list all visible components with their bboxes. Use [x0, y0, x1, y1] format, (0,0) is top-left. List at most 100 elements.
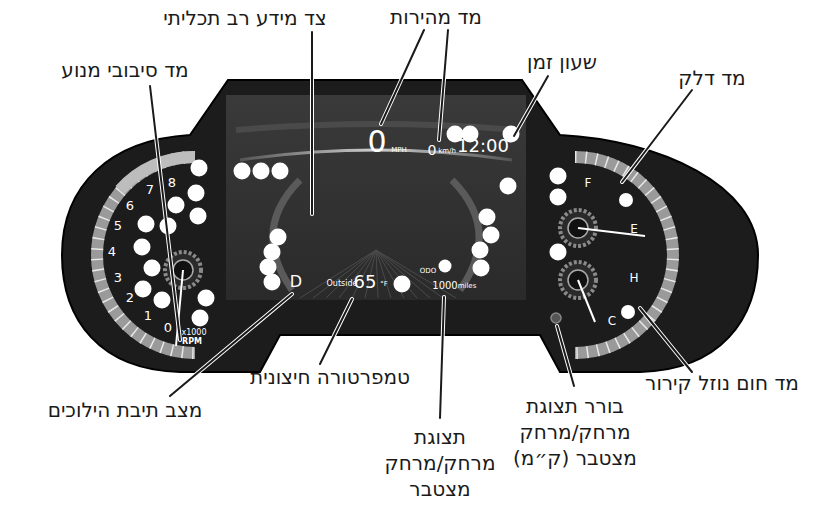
art-circle [154, 292, 171, 309]
gauge-letter: H [629, 271, 638, 287]
tach-number: 3 [114, 270, 122, 287]
tach-unit: x1000 [181, 328, 206, 338]
art-line [376, 250, 443, 298]
odo-unit: miles [458, 282, 477, 291]
art-circle [168, 197, 185, 214]
art-circle [472, 242, 489, 259]
art-line [339, 250, 376, 298]
speed-unit: MPH [391, 146, 407, 155]
art-circle [483, 227, 500, 244]
tach-number: 5 [114, 218, 122, 235]
tach-number: 1 [144, 308, 152, 325]
art-circle [135, 281, 152, 298]
art-line [622, 90, 692, 182]
art-line [578, 280, 595, 322]
callout-label: מצב תיבת הילוכים [48, 397, 203, 423]
fuel-temp-ring [575, 157, 673, 353]
art-circle [619, 193, 633, 207]
art-circle [188, 185, 205, 202]
callout-label: מד חום נוזל קירור [645, 370, 799, 396]
art-line [376, 250, 456, 298]
gauge-knobs [165, 210, 645, 346]
speed-value: 0 [428, 141, 437, 159]
callout-label: צד מידע רב תכליתי [163, 5, 326, 31]
art-circle [621, 305, 635, 319]
tach-unit: RPM [182, 337, 202, 347]
gauge-letter: C [608, 314, 616, 330]
cluster-body [62, 80, 758, 372]
tach-number: 6 [126, 198, 134, 215]
art-path [62, 80, 758, 372]
art-line [557, 326, 574, 386]
art-path [575, 157, 673, 353]
art-circle [394, 276, 411, 293]
art-line [352, 250, 376, 298]
art-circle [260, 259, 277, 276]
tach-number: 4 [108, 244, 116, 261]
art-line [311, 32, 313, 214]
gauge-letter: F [585, 176, 592, 192]
clock-time: 12:00 [457, 134, 509, 157]
outside-temp: 65 [354, 270, 377, 293]
gear-position: D [290, 272, 302, 293]
art-circle [192, 310, 209, 327]
art-circle [270, 229, 287, 246]
art-g [300, 250, 456, 298]
callout-label: מד מהירות [390, 4, 482, 30]
gauge-letter: E [630, 222, 638, 238]
odo-value: 1000 [432, 279, 457, 292]
odo-label: ODO [420, 267, 436, 276]
art-circle [550, 189, 567, 206]
art-line [381, 30, 424, 124]
art-circle [439, 260, 452, 273]
art-line [440, 297, 444, 418]
art-line [320, 299, 352, 364]
art-line [310, 32, 314, 214]
art-circle [134, 239, 151, 256]
screen [226, 95, 526, 300]
art-g [150, 30, 692, 418]
tach-number: 2 [126, 290, 134, 307]
art-line [640, 308, 692, 372]
art-circle [191, 160, 208, 177]
art-line [514, 76, 548, 136]
art-circle [551, 313, 561, 323]
art-line [376, 250, 417, 298]
art-circle [138, 216, 155, 233]
tach-number: 7 [146, 182, 154, 199]
art-circle [198, 290, 215, 307]
outside-label: Outside [327, 279, 358, 289]
art-circle [272, 163, 289, 180]
callout-label: מד דלק [678, 65, 745, 91]
temp-unit: °F [380, 280, 388, 289]
art-circle [550, 168, 567, 185]
art-line [150, 86, 180, 340]
art-line [150, 86, 180, 340]
leader-lines [150, 30, 692, 418]
callout-label: טמפרטורה חיצונית [250, 364, 410, 390]
callout-label: שעון זמן [527, 49, 597, 75]
art-circle [190, 208, 207, 225]
art-line [640, 308, 692, 372]
callout-label: תצוגת מרחק/מרחק מצטבר [380, 424, 500, 502]
tach-number: 0 [164, 320, 172, 337]
art-circle [264, 244, 281, 261]
art-line [300, 250, 376, 298]
art-line [440, 297, 444, 418]
callout-label: בורר תצוגת מרחק/מרחק מצטבר (ק״מ) [505, 393, 645, 471]
art-line [439, 30, 448, 140]
art-circle [264, 274, 281, 291]
art-g [150, 30, 692, 418]
art-path [575, 157, 673, 353]
art-line [313, 250, 376, 298]
art-line [381, 30, 424, 124]
art-line [326, 250, 376, 298]
art-circle [550, 244, 567, 261]
art-circle [253, 163, 270, 180]
art-line [514, 76, 548, 136]
art-circle [473, 260, 490, 277]
speed-value: 0 [367, 122, 386, 161]
art-circle [479, 209, 496, 226]
speed-unit: km/h [438, 147, 456, 156]
